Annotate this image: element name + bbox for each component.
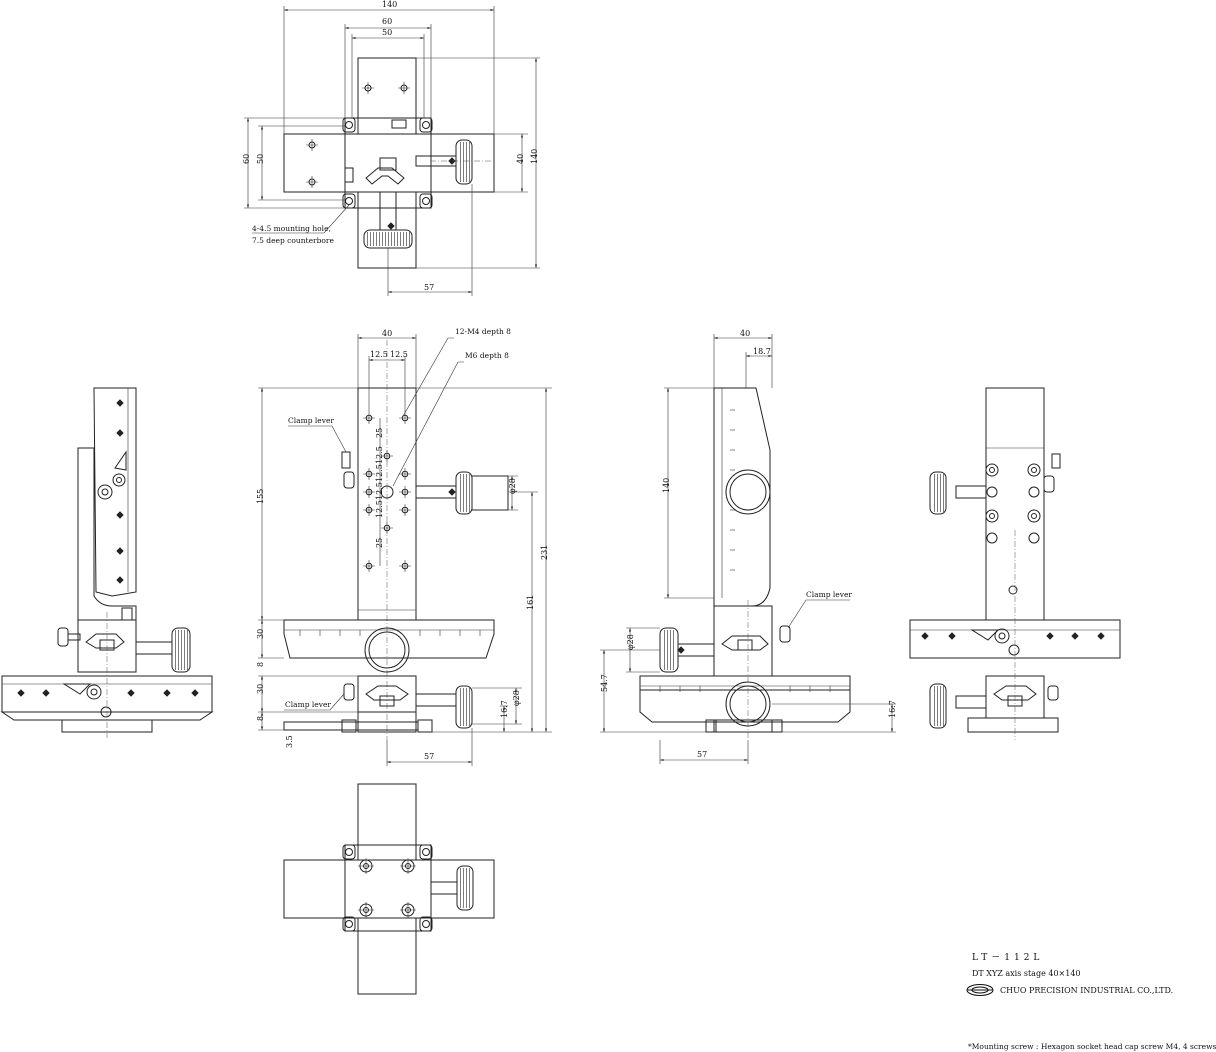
dim-front-30-a: 30 — [256, 629, 265, 639]
dim-right-140: 140 — [662, 478, 671, 493]
mounting-hole-icon — [985, 463, 1041, 595]
dim-front-161: 161 — [526, 595, 535, 610]
tapped-hole-icon — [116, 399, 124, 584]
mounting-hole-icon — [342, 117, 433, 209]
dim-front-155: 155 — [256, 489, 265, 504]
title-block: LT－112L DT XYZ axis stage 40×140 CHUO PR… — [960, 950, 1190, 1002]
tapped-hole-icon — [306, 82, 410, 188]
dim-top-50: 50 — [382, 28, 392, 37]
mounting-hole-icon — [342, 844, 433, 932]
mounting-screw-footnote: *Mounting screw : Hexagon socket head ca… — [968, 1042, 1216, 1051]
dim-front-30-b: 30 — [256, 684, 265, 694]
tapped-hole-icon — [921, 632, 1105, 640]
tapped-hole-icon — [17, 689, 199, 697]
dim-front-25-b: 25 — [375, 538, 384, 548]
dim-front-12-5-f: 12.5 — [375, 500, 384, 518]
dim-front-12-5-c: 12.5 — [375, 446, 384, 464]
dim-top-57: 57 — [424, 283, 434, 292]
dim-top-h40: 40 — [516, 154, 525, 164]
callout-m6: M6 depth 8 — [465, 351, 509, 360]
left-side-view — [0, 387, 214, 738]
top-view: 140 60 50 60 50 40 140 57 4-4.5 mounting… — [242, 0, 540, 296]
dim-front-d28-b: φ28 — [512, 690, 521, 706]
callout-12-m4: 12-M4 depth 8 — [455, 327, 511, 336]
clamp-lever-label-right: Clamp lever — [806, 590, 852, 599]
model-number: LT－112L — [972, 953, 1044, 963]
clamp-lever-label-2: Clamp lever — [285, 700, 331, 709]
dim-front-12-5-b: 12.5 — [390, 350, 408, 359]
tapped-hole-icon — [363, 412, 411, 572]
company-row: CHUO PRECISION INDUSTRIAL CO.,LTD. — [966, 984, 1190, 996]
right-side-view: 40 18.7 140 φ28 54.7 16.7 57 Clamp lever — [600, 329, 897, 764]
dim-front-3-5: 3.5 — [285, 735, 294, 748]
dim-right-54-7: 54.7 — [600, 674, 609, 692]
company-name: CHUO PRECISION INDUSTRIAL CO.,LTD. — [1000, 985, 1174, 995]
dim-top-60: 60 — [382, 17, 392, 26]
mounting-hole-note: 4-4.5 mounting hole, — [252, 224, 331, 233]
front-view: 40 12.5 12.5 25 12.5 12.5 12.5 12.5 25 1… — [256, 327, 552, 766]
dim-front-d28-a: φ28 — [508, 478, 517, 494]
dim-top-h50: 50 — [256, 154, 265, 164]
product-description: DT XYZ axis stage 40×140 — [972, 969, 1081, 978]
dim-front-25-a: 25 — [375, 428, 384, 438]
dim-top-140: 140 — [382, 0, 397, 9]
dim-front-12-5-d: 12.5 — [375, 464, 384, 482]
dim-right-d28: φ28 — [626, 634, 635, 650]
dim-top-h60: 60 — [242, 154, 251, 164]
dim-right-57: 57 — [697, 750, 707, 759]
dim-front-40: 40 — [382, 329, 392, 338]
clamp-lever-label-1: Clamp lever — [288, 416, 334, 425]
counterbore-note: 7.5 deep counterbore — [252, 236, 334, 245]
dim-front-8-a: 8 — [256, 662, 265, 667]
dim-front-12-5-e: 12.5 — [375, 482, 384, 500]
bottom-view — [283, 783, 495, 995]
rear-view — [909, 387, 1121, 740]
company-logo-icon — [966, 984, 994, 996]
dim-right-18-7: 18.7 — [753, 347, 771, 356]
dim-right-40: 40 — [740, 329, 750, 338]
dim-front-16-7: 16.7 — [500, 700, 509, 718]
dim-right-16-7: 16.7 — [888, 700, 897, 718]
dim-front-12-5-a: 12.5 — [370, 350, 388, 359]
dim-front-57: 57 — [424, 752, 434, 761]
dim-front-8-b: 8 — [256, 716, 265, 721]
dim-front-231: 231 — [540, 545, 549, 560]
dim-top-h140: 140 — [530, 149, 539, 164]
